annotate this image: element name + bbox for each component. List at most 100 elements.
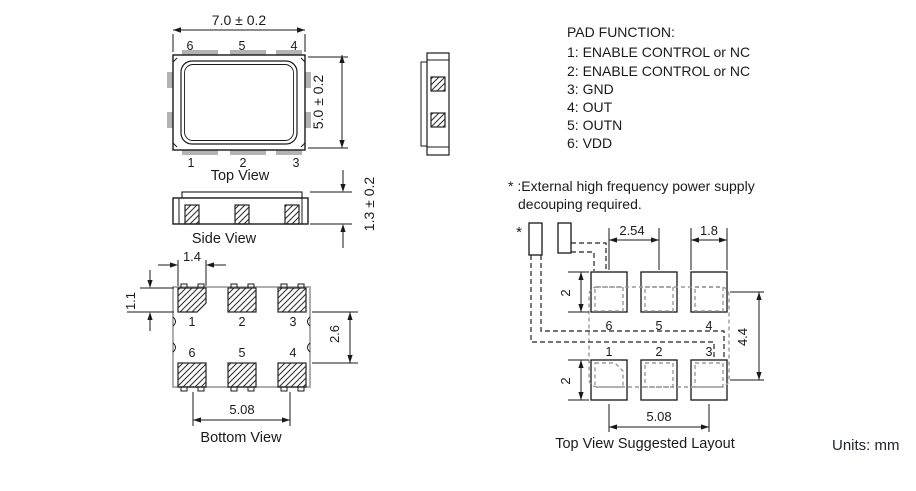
pad-function-item-1: 1: ENABLE CONTROL or NC [567, 44, 750, 60]
land-pad-6 [590, 271, 628, 313]
bottom-view-padwidth-dim: 1.4 [183, 249, 201, 264]
top-view-drawing: 7.0 ± 0.2 5.0 ± 0.2 6 5 4 1 2 3 Top View [167, 12, 348, 184]
bottom-view-pin-4: 4 [290, 346, 297, 360]
package-body-outline [172, 54, 306, 151]
side-notches [172, 316, 311, 353]
bottom-view-pin-2: 2 [239, 315, 246, 329]
device-pad-6 [594, 286, 624, 312]
decoupling-cap-land-right [557, 222, 572, 254]
bottom-view-rowgap-dim: 2.6 [327, 325, 342, 343]
dim-thickness-lines [310, 170, 352, 248]
pad-tab [167, 112, 174, 128]
top-view-pin-4: 4 [291, 39, 298, 53]
pad-tab [182, 50, 218, 56]
top-view-pin-2: 2 [240, 156, 247, 170]
pad-tab [182, 149, 218, 155]
note-line-1: * :External high frequency power supply [508, 178, 755, 194]
pad-tab [230, 149, 266, 155]
units-label: Units: mm [832, 437, 900, 454]
lid-outline-inner [184, 64, 294, 141]
land-pad-5 [640, 271, 678, 313]
bottom-view-pin-5: 5 [239, 346, 246, 360]
bottom-view-pad-3 [277, 287, 307, 313]
pad-tab [230, 50, 266, 56]
layout-pitchtop-dim: 2.54 [619, 223, 644, 238]
top-view-width-dim: 7.0 ± 0.2 [212, 12, 267, 28]
dim-pitch-lines [192, 392, 291, 426]
side-view-pad [284, 204, 300, 225]
end-view-cap-lines [427, 59, 449, 148]
device-pad-3 [694, 362, 724, 388]
layout-padheight-top-dim: 2 [558, 289, 573, 296]
layout-padwidth-dim: 1.8 [700, 223, 718, 238]
top-view-caption: Top View [211, 168, 270, 184]
bottom-view-pad-4 [277, 362, 307, 388]
land-pad-1 [590, 359, 628, 401]
layout-pin-1: 1 [606, 345, 613, 359]
pad-function-item-2: 2: ENABLE CONTROL or NC [567, 63, 750, 79]
top-view-pin-6: 6 [187, 39, 194, 53]
trace-cap-to-pad3-b [540, 255, 725, 359]
top-view-pin-1: 1 [188, 156, 195, 170]
layout-drawing: * 6 5 4 1 2 3 2.54 1.8 2 2 4.4 [516, 222, 764, 452]
end-view-pad [430, 76, 446, 92]
device-pad-4 [694, 286, 724, 312]
side-view-pad [184, 204, 200, 225]
layout-pitchbottom-dim: 5.08 [646, 409, 671, 424]
pad-tab [167, 72, 174, 88]
end-view-flange [420, 61, 428, 147]
decoupling-cap-land-left [528, 222, 543, 256]
dim-pitchbottom-lines [608, 404, 710, 432]
layout-pin-6: 6 [606, 319, 613, 333]
side-view-drawing: Side View 1.3 ± 0.2 [172, 170, 377, 248]
bottom-view-pad-6 [177, 362, 207, 388]
dim-rowspan-lines [730, 291, 764, 381]
dim-padwidth-lines [158, 260, 226, 286]
land-pad-2 [640, 359, 678, 401]
dim-rowgap-lines [312, 311, 358, 364]
side-view-height-dim: 1.3 ± 0.2 [361, 177, 377, 232]
layout-pin-4: 4 [706, 319, 713, 333]
bottom-view-pin-1: 1 [189, 315, 196, 329]
device-pad-1 [594, 362, 624, 388]
pad-notches-bottom [180, 387, 305, 392]
layout-pin-2: 2 [656, 345, 663, 359]
layout-pin-3: 3 [706, 345, 713, 359]
trace-cap-to-pad3-a [530, 255, 715, 359]
layout-pin-5: 5 [656, 319, 663, 333]
bottom-view-pad-5 [227, 362, 257, 388]
pad-function-item-5: 5: OUTN [567, 117, 622, 133]
corner-notches [172, 57, 306, 148]
bottom-view-pin-3: 3 [290, 315, 297, 329]
pad-function-block: PAD FUNCTION: 1: ENABLE CONTROL or NC 2:… [567, 24, 750, 151]
device-pad-5 [644, 286, 674, 312]
end-view-drawing [420, 52, 450, 156]
top-view-height-dim: 5.0 ± 0.2 [310, 75, 326, 130]
side-view-lid [181, 191, 303, 199]
decoupling-cap-star: * [516, 224, 522, 241]
layout-rowspan-dim: 4.4 [735, 328, 750, 346]
end-view-body [426, 52, 450, 156]
bottom-view-caption: Bottom View [200, 430, 282, 446]
pad-function-item-3: 3: GND [567, 81, 614, 97]
top-view-pin-3: 3 [293, 156, 300, 170]
end-view-pad [430, 112, 446, 128]
layout-caption: Top View Suggested Layout [555, 436, 735, 452]
note-line-2: decouping required. [518, 196, 642, 212]
pad-tab [276, 149, 302, 155]
bottom-view-drawing: 1 2 3 6 5 4 1.4 1.1 2.6 5.08 Bottom View [123, 249, 358, 446]
bottom-view-pin-6: 6 [189, 346, 196, 360]
pad-function-item-6: 6: VDD [567, 135, 612, 151]
pad-tab [304, 112, 311, 128]
device-pad-2 [644, 362, 674, 388]
land-pad-4 [690, 271, 728, 313]
dim-width-lines [172, 29, 306, 52]
top-view-pin-5: 5 [239, 39, 246, 53]
bottom-view-pad-2 [227, 287, 257, 313]
pad-notches-top [180, 283, 305, 288]
pad-tab [304, 72, 311, 88]
lid-outline-outer [180, 60, 298, 145]
trace-cap-to-pad6-a [571, 242, 607, 271]
